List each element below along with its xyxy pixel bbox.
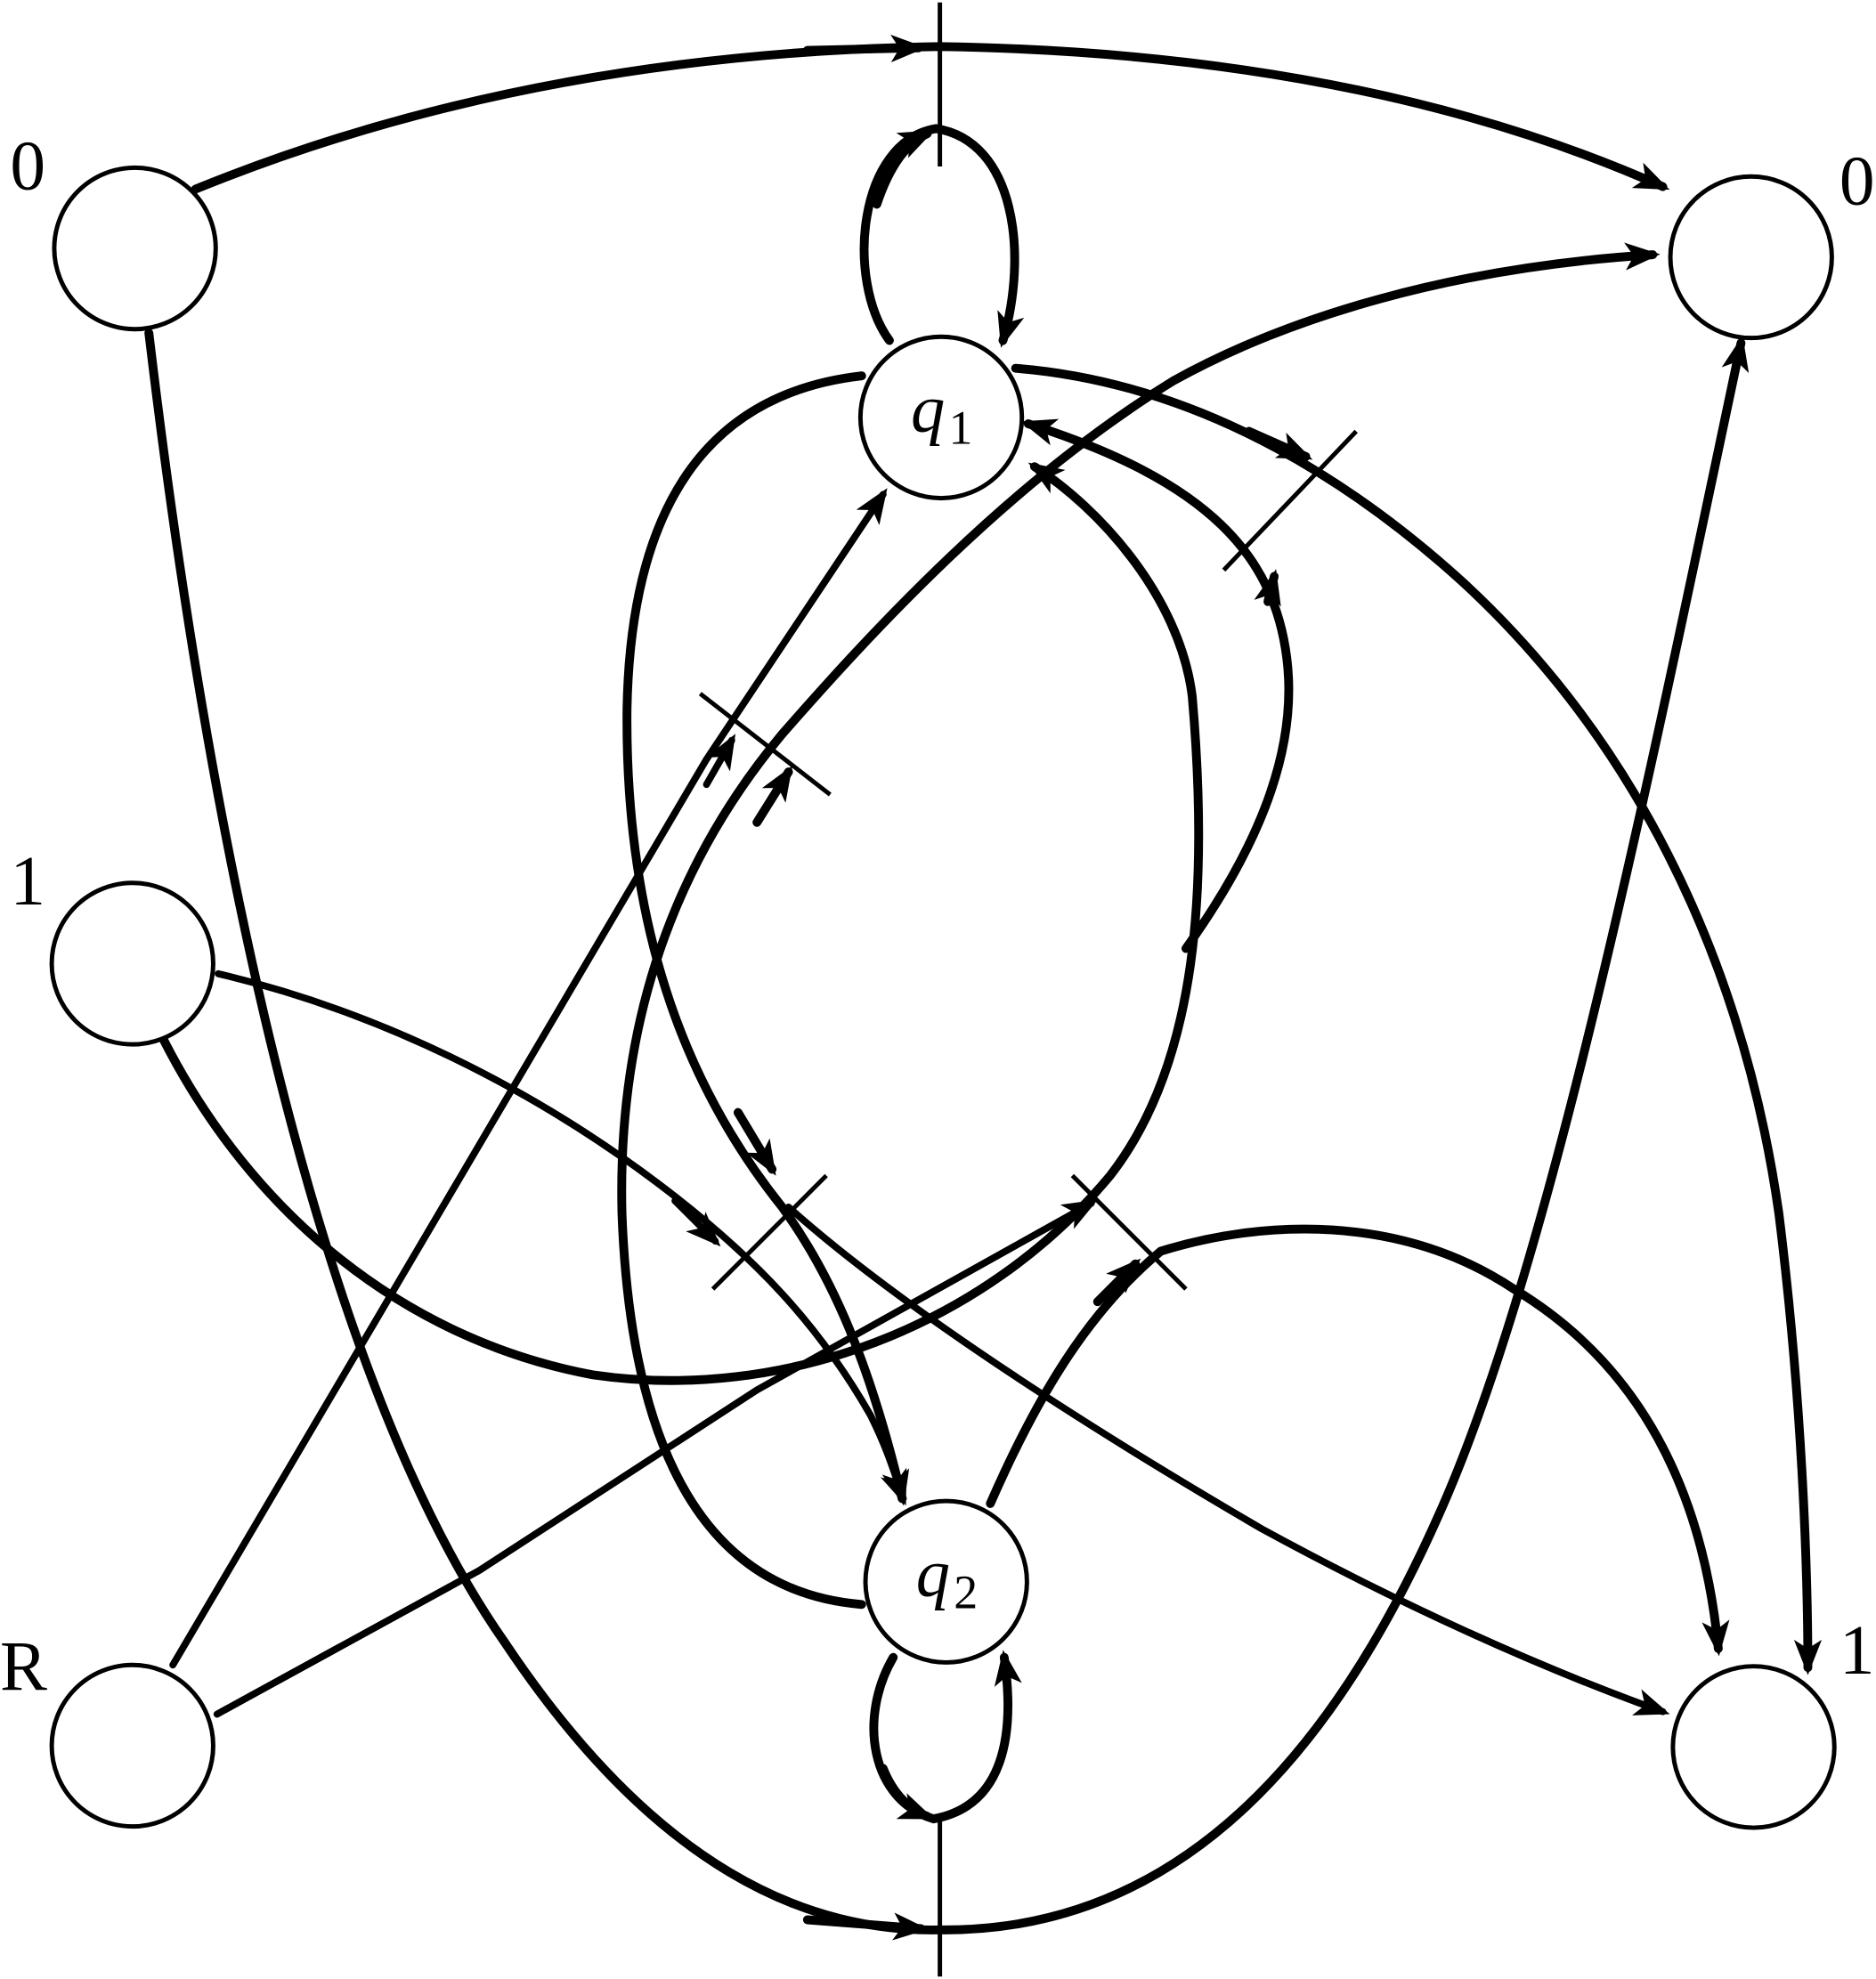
edge-in1-bottom-arc bbox=[159, 462, 1204, 1385]
node-q2 bbox=[863, 1498, 1029, 1665]
edge-R-to-q2right bbox=[213, 1199, 1099, 1718]
arrow-R-q1-mid bbox=[702, 734, 736, 789]
edge-R-to-q1 bbox=[169, 488, 888, 1669]
node-in0 bbox=[52, 165, 218, 332]
edge-q2-to-out1 bbox=[986, 1224, 1730, 1657]
label-out1: 1 bbox=[1839, 1611, 1875, 1690]
edge-in0-to-out0 bbox=[191, 42, 1670, 194]
arrow-left-loop-mid bbox=[733, 1107, 777, 1176]
label-q2: q bbox=[916, 1535, 950, 1610]
arrow-mid-top bbox=[802, 34, 927, 63]
tick-upper-right bbox=[1222, 429, 1359, 572]
tick-marks bbox=[698, 2, 1359, 1977]
arrow-q1-loop-left bbox=[872, 129, 935, 209]
node-in1 bbox=[49, 880, 215, 1047]
node-out1 bbox=[1670, 1664, 1837, 1830]
edge-q1-self-loop bbox=[859, 124, 1025, 348]
arrow-q1-right-top bbox=[1244, 426, 1313, 461]
arrow-q2-right-mid bbox=[1092, 1258, 1141, 1307]
edge-right-arc-to-q1 bbox=[1020, 418, 1294, 953]
arrow-q2-loop-left bbox=[878, 1764, 935, 1821]
edge-q2-left-loop bbox=[617, 242, 1661, 1610]
label-q1-sub: 1 bbox=[949, 401, 973, 455]
node-q1 bbox=[857, 334, 1025, 501]
label-inR: R bbox=[0, 1628, 47, 1707]
tick-upper-left bbox=[698, 692, 832, 797]
label-in1: 1 bbox=[10, 842, 45, 921]
label-out0: 0 bbox=[1839, 142, 1875, 220]
labels: 0 1 R 0 1 q 1 q 2 bbox=[0, 126, 1875, 1706]
label-q2-sub: 2 bbox=[954, 1566, 978, 1619]
arrow-inner-right bbox=[1254, 569, 1281, 607]
node-out0 bbox=[1668, 174, 1834, 341]
arrow-q2loop-mid bbox=[752, 765, 793, 827]
label-in0: 0 bbox=[10, 126, 45, 205]
node-inR bbox=[49, 1662, 215, 1829]
edge-in0-long bbox=[144, 328, 945, 1934]
label-q1: q bbox=[911, 371, 945, 447]
arrow-bottom-mid bbox=[802, 1912, 929, 1941]
edge-cross-to-out1 bbox=[784, 1204, 1670, 1715]
edges bbox=[144, 34, 1823, 1941]
edge-bottom-to-out0 bbox=[935, 335, 1750, 1934]
tick-mid-left bbox=[711, 1173, 828, 1291]
tick-mid-right bbox=[1070, 1173, 1188, 1291]
arrow-in1-mid bbox=[671, 1196, 721, 1247]
nodes bbox=[49, 165, 1837, 1830]
